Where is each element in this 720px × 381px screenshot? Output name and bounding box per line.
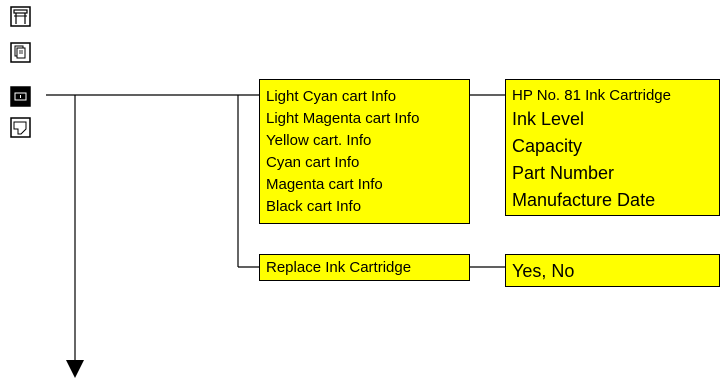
- details-manufacture-date: Manufacture Date: [512, 190, 656, 210]
- menu-item-light-magenta-info[interactable]: Light Magenta cart Info: [266, 110, 420, 127]
- cart-info-menu: Light Cyan cart Info Light Magenta cart …: [259, 79, 470, 224]
- page-output-icon[interactable]: [10, 117, 31, 138]
- replace-options-label[interactable]: Yes, No: [512, 261, 575, 281]
- paper-stack-icon[interactable]: [10, 42, 31, 63]
- cart-info-details: HP No. 81 Ink Cartridge Ink Level Capaci…: [505, 79, 720, 216]
- ink-cartridge-icon[interactable]: [10, 86, 31, 107]
- menu-item-magenta-info[interactable]: Magenta cart Info: [266, 176, 383, 193]
- down-arrow-head: [66, 360, 84, 378]
- details-header: HP No. 81 Ink Cartridge: [512, 87, 671, 104]
- details-ink-level: Ink Level: [512, 109, 585, 129]
- replace-cartridge-menu[interactable]: Replace Ink Cartridge: [259, 254, 470, 281]
- replace-options: Yes, No: [505, 254, 720, 287]
- replace-cartridge-label: Replace Ink Cartridge: [266, 259, 412, 276]
- menu-item-light-cyan-info[interactable]: Light Cyan cart Info: [266, 88, 397, 105]
- printer-icon[interactable]: [10, 6, 31, 27]
- menu-item-black-info[interactable]: Black cart Info: [266, 198, 362, 215]
- details-part-number: Part Number: [512, 163, 615, 183]
- details-capacity: Capacity: [512, 136, 583, 156]
- menu-item-cyan-info[interactable]: Cyan cart Info: [266, 154, 360, 171]
- menu-item-yellow-info[interactable]: Yellow cart. Info: [266, 132, 372, 149]
